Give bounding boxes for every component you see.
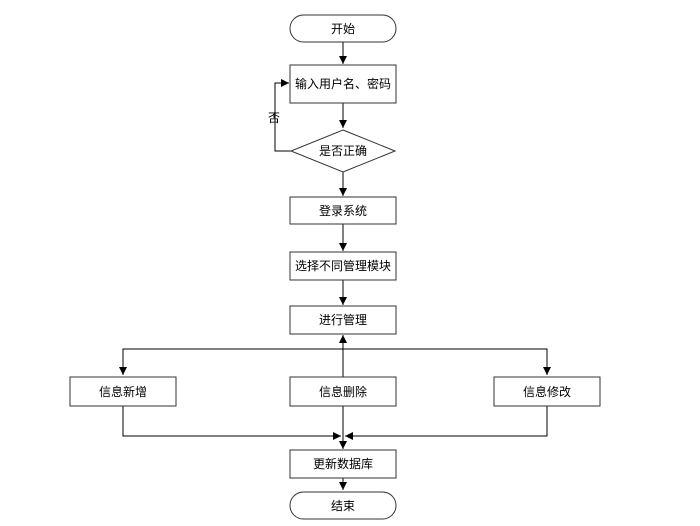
node-decision: 是否正确	[289, 129, 397, 173]
node-start: 开始	[289, 14, 397, 43]
node-modify: 信息修改	[493, 376, 601, 407]
node-input-label: 输入用户名、密码	[295, 76, 391, 91]
node-login-label: 登录系统	[319, 203, 367, 218]
node-delete-label: 信息删除	[319, 384, 367, 399]
node-update-db: 更新数据库	[289, 449, 397, 479]
node-delete: 信息删除	[289, 376, 397, 407]
edge-no-label: 否	[268, 111, 280, 125]
edge-add-to-merge	[122, 406, 341, 440]
node-start-label: 开始	[331, 22, 355, 36]
edge-branch-to-modify	[343, 348, 551, 375]
edge-decision-no-loop	[274, 79, 291, 152]
node-input: 输入用户名、密码	[289, 64, 397, 104]
edge-modify-to-merge	[345, 406, 548, 440]
node-update-db-label: 更新数据库	[313, 456, 373, 471]
node-add-label: 信息新增	[99, 384, 147, 399]
node-manage: 进行管理	[289, 305, 397, 335]
node-end-label: 结束	[331, 499, 355, 513]
node-decision-label: 是否正确	[319, 144, 367, 158]
node-select-module: 选择不同管理模块	[289, 251, 397, 281]
node-modify-label: 信息修改	[523, 384, 571, 399]
node-select-module-label: 选择不同管理模块	[295, 258, 391, 273]
node-end: 结束	[289, 491, 397, 520]
node-add: 信息新增	[69, 376, 177, 407]
node-login: 登录系统	[289, 196, 397, 225]
node-manage-label: 进行管理	[319, 312, 367, 327]
edge-branch-to-add	[119, 348, 343, 375]
